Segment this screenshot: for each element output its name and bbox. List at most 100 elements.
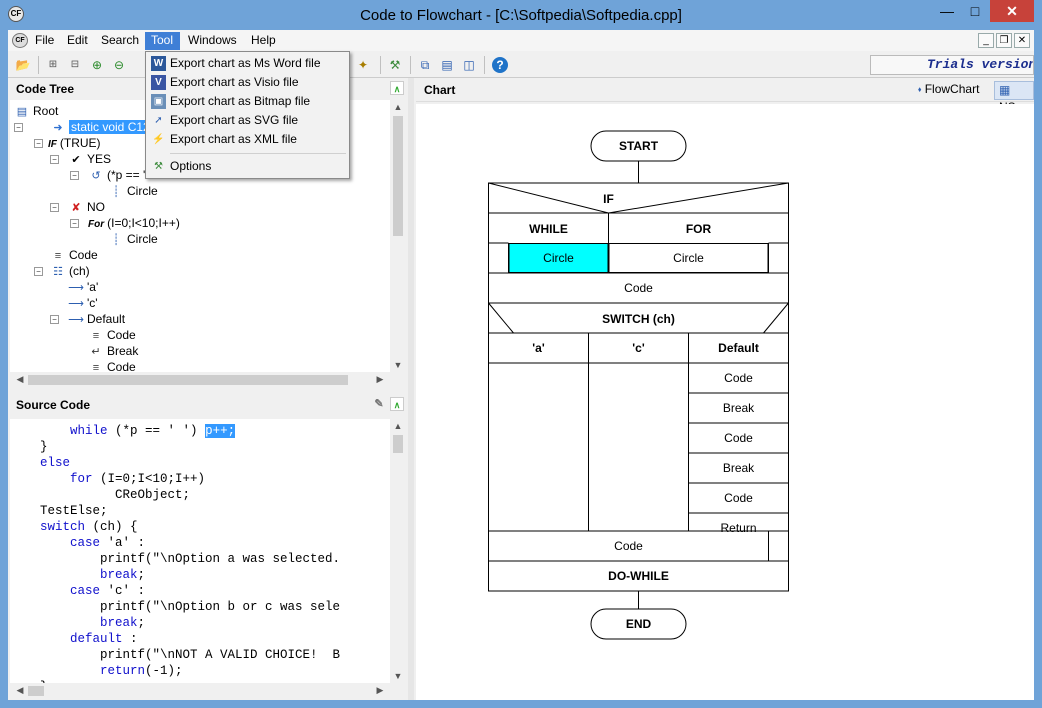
tree-node[interactable]: ➜static void C122	[50, 119, 159, 135]
code-keyword: switch	[40, 520, 86, 534]
tree-node[interactable]: ✔YES	[68, 151, 111, 167]
minimize-icon[interactable]: —	[940, 3, 954, 19]
mdi-app-icon[interactable]: CF	[12, 33, 28, 48]
case-a-label: 'a'	[532, 341, 545, 355]
tree-toggle-icon[interactable]: −	[50, 203, 59, 212]
while-body-highlight[interactable]	[508, 243, 609, 273]
scroll-left-icon[interactable]: ◀	[16, 374, 24, 384]
tree-toggle-icon[interactable]: −	[70, 171, 79, 180]
menu-tool[interactable]: Tool	[145, 32, 180, 50]
tab-flowchart[interactable]: ⬪ FlowChart	[914, 81, 983, 100]
source-code-editor[interactable]: while (*p == ' ') p++; } else for (I=0;I…	[10, 419, 390, 683]
tree-toggle-icon[interactable]: −	[50, 155, 59, 164]
menu-item-options[interactable]: ⚒Options	[148, 157, 347, 176]
mdi-restore-icon[interactable]: ❐	[996, 33, 1012, 48]
scrollbar-thumb[interactable]	[393, 116, 403, 236]
tree-node[interactable]: ┊Circle	[108, 183, 158, 199]
tile-vertical-icon[interactable]: ◫	[463, 58, 475, 72]
tree-node[interactable]: ⟶Default	[68, 311, 125, 327]
close-icon[interactable]: ✕	[990, 0, 1034, 22]
tree-node[interactable]: ▤Root	[14, 103, 59, 119]
menu-separator	[170, 153, 346, 154]
pin-icon[interactable]: ✎	[374, 398, 384, 410]
collapse-panel-icon[interactable]: ∧	[390, 81, 404, 95]
zoom-in-icon[interactable]: ⊕	[91, 58, 103, 72]
scroll-down-icon[interactable]: ▼	[393, 671, 403, 681]
menu-item-export-svg[interactable]: ➚Export chart as SVG file	[148, 111, 347, 130]
code-horizontal-scrollbar[interactable]: ◀ ▶	[10, 683, 390, 699]
menu-file[interactable]: File	[35, 33, 55, 47]
tree-node[interactable]: ┊Circle	[108, 231, 158, 247]
expand-icon[interactable]: ⊞	[48, 59, 58, 70]
code-vertical-scrollbar[interactable]: ▲ ▼	[390, 419, 406, 683]
app-icon[interactable]: CF	[8, 6, 24, 22]
chart-title: Chart	[424, 83, 456, 97]
dowhile-body-label: Code	[614, 539, 643, 553]
scrollbar-thumb[interactable]	[393, 435, 403, 453]
scrollbar-thumb[interactable]	[28, 686, 44, 696]
tab-ns[interactable]: ▦ NS	[994, 81, 1034, 114]
tree-node[interactable]: ≡Code	[88, 327, 136, 343]
menu-help[interactable]: Help	[251, 33, 276, 47]
chart-canvas[interactable]: START IF WHILE FOR Circle Circle Code SW…	[416, 104, 1034, 700]
code-line: TestElse;	[40, 504, 108, 518]
title-bar: CF Code to Flowchart - [C:\Softpedia\Sof…	[0, 0, 1042, 30]
scroll-left-icon[interactable]: ◀	[16, 685, 24, 695]
code-line: for (I=0;I<10;I++)	[70, 472, 206, 486]
tree-node[interactable]: ≡Code	[50, 247, 98, 263]
tree-vertical-scrollbar[interactable]: ▲ ▼	[390, 100, 406, 372]
menu-item-export-xml[interactable]: ⚡Export chart as XML file	[148, 130, 347, 149]
scroll-right-icon[interactable]: ▶	[376, 685, 384, 695]
tile-horizontal-icon[interactable]: ▤	[441, 58, 453, 72]
tree-node-label: (I=0;I<10;I++)	[107, 216, 180, 230]
help-icon[interactable]: ?	[492, 57, 508, 73]
scrollbar-thumb[interactable]	[28, 375, 348, 385]
scroll-up-icon[interactable]: ▲	[393, 421, 403, 431]
tree-node[interactable]: ↵Break	[88, 343, 138, 359]
for-body-box[interactable]	[608, 243, 769, 273]
mdi-close-icon[interactable]: ✕	[1014, 33, 1030, 48]
tree-toggle-icon[interactable]: −	[34, 267, 43, 276]
tree-toggle-icon[interactable]: −	[34, 139, 43, 148]
menu-edit[interactable]: Edit	[67, 33, 88, 47]
scroll-down-icon[interactable]: ▼	[393, 360, 403, 370]
tools-icon[interactable]: ⚒	[389, 58, 401, 72]
open-folder-icon[interactable]: 📂	[15, 58, 31, 72]
options-icon: ⚒	[154, 161, 163, 172]
menu-windows[interactable]: Windows	[188, 33, 237, 47]
tree-node[interactable]: For(I=0;I<10;I++)	[88, 215, 180, 231]
panel-splitter[interactable]	[408, 78, 414, 700]
tree-node[interactable]: ≡Code	[88, 359, 136, 372]
menu-item-export-bitmap[interactable]: ▣Export chart as Bitmap file	[148, 92, 347, 111]
tree-horizontal-scrollbar[interactable]: ◀ ▶	[10, 372, 390, 388]
maximize-icon[interactable]: □	[970, 3, 980, 19]
tree-node[interactable]: ✘NO	[68, 199, 105, 215]
for-label: FOR	[686, 222, 712, 236]
menu-item-label: Export chart as SVG file	[170, 113, 299, 127]
collapse-icon[interactable]: ⊟	[70, 59, 80, 70]
zoom-out-icon[interactable]: ⊖	[113, 58, 125, 72]
if-diagonal-right	[608, 182, 789, 214]
tree-node[interactable]: ↺(*p == '	[88, 167, 145, 183]
default-item-break: Break	[723, 401, 755, 415]
tree-toggle-icon[interactable]: −	[50, 315, 59, 324]
code-line: else	[10, 455, 70, 471]
collapse-panel-icon[interactable]: ∧	[390, 397, 404, 411]
tree-node[interactable]: ⟶'a'	[68, 279, 98, 295]
scroll-right-icon[interactable]: ▶	[376, 374, 384, 384]
magic-wand-icon[interactable]: ✦	[357, 58, 369, 72]
switch-icon: ☷	[53, 266, 63, 278]
code-line: case 'a' :	[70, 536, 146, 550]
tree-toggle-icon[interactable]: −	[14, 123, 23, 132]
menu-search[interactable]: Search	[101, 33, 140, 47]
for-icon: For	[88, 219, 105, 230]
tree-node[interactable]: IF(TRUE)	[48, 135, 101, 151]
tree-toggle-icon[interactable]: −	[70, 219, 79, 228]
tree-node[interactable]: ☷(ch)	[50, 263, 90, 279]
mdi-minimize-icon[interactable]: _	[978, 33, 994, 48]
scroll-up-icon[interactable]: ▲	[393, 102, 403, 112]
tree-node[interactable]: ⟶'c'	[68, 295, 97, 311]
cascade-windows-icon[interactable]: ⧉	[420, 58, 430, 72]
